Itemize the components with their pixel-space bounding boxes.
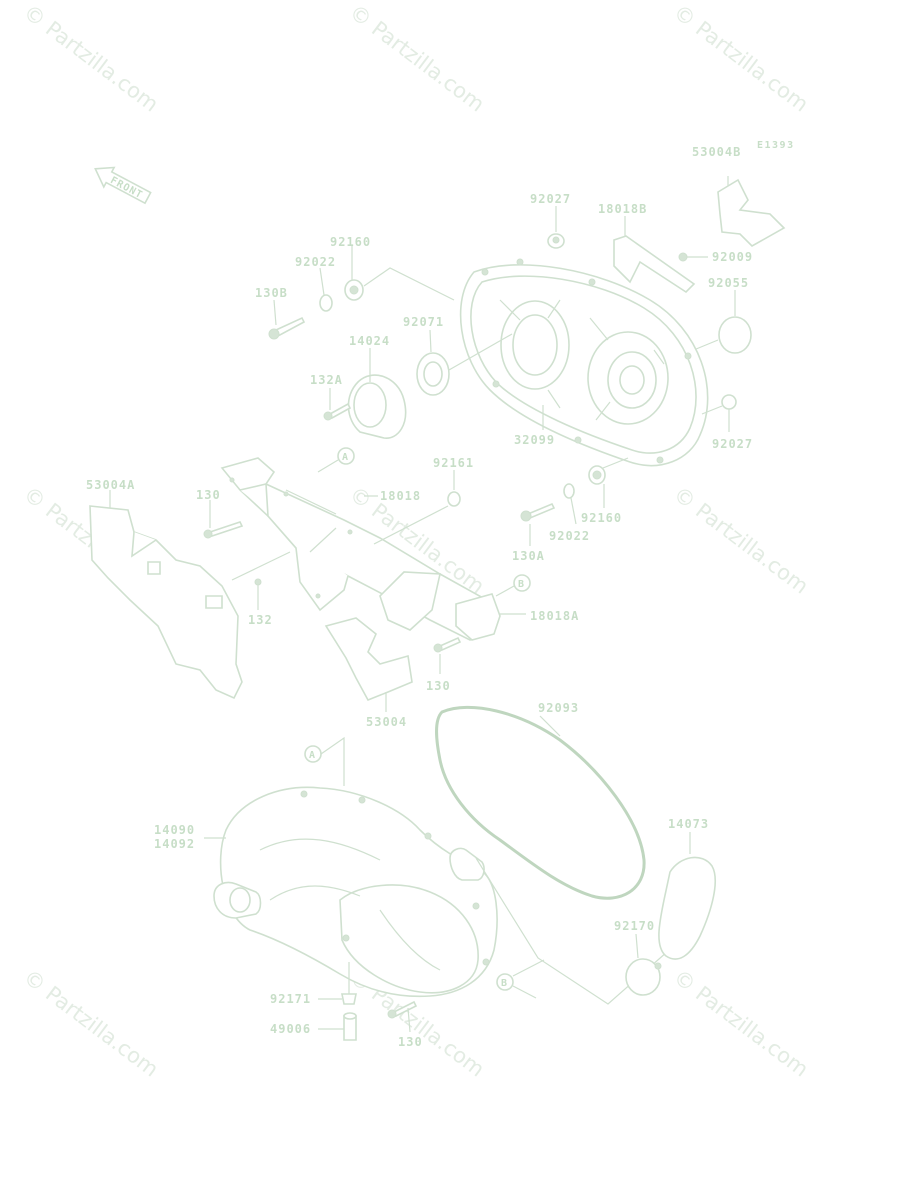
bracket-18018b xyxy=(613,216,696,294)
cap-49006 xyxy=(318,1012,357,1041)
part-label-130a: 130A xyxy=(512,549,545,563)
part-label-92093: 92093 xyxy=(538,701,579,715)
part-label-92170: 92170 xyxy=(614,919,655,933)
gasket-92093 xyxy=(435,705,646,900)
hose-14073 xyxy=(658,832,716,960)
part-label-49006: 49006 xyxy=(270,1022,311,1036)
part-label-92022-mid: 92022 xyxy=(549,529,590,543)
insulator-53004 xyxy=(324,617,413,712)
part-label-92161: 92161 xyxy=(433,456,474,470)
screw-92009 xyxy=(678,252,708,262)
part-label-32099: 32099 xyxy=(514,433,555,447)
part-label-14092: 14092 xyxy=(154,837,195,851)
bolt-132 xyxy=(231,551,291,610)
callout-b-bottom: B xyxy=(496,959,545,999)
callout-b-label: B xyxy=(501,978,508,989)
part-label-14024: 14024 xyxy=(349,334,390,348)
clutch-cover-32099 xyxy=(459,258,709,467)
watermark: © Partzilla.com xyxy=(19,0,163,117)
bolt-130a xyxy=(520,502,556,546)
part-label-92171: 92171 xyxy=(270,992,311,1006)
part-label-18018a: 18018A xyxy=(530,609,579,623)
part-label-130-bottom: 130 xyxy=(398,1035,423,1049)
callout-b-mid: B xyxy=(495,574,531,597)
part-label-132a: 132A xyxy=(310,373,343,387)
watermark: © Partzilla.com xyxy=(345,0,489,117)
part-label-132: 132 xyxy=(248,613,273,627)
bolt-130-left xyxy=(203,500,244,539)
grommet-92027-top xyxy=(547,206,565,249)
clip-92161 xyxy=(373,470,461,545)
inner-case-14090 xyxy=(204,786,677,1005)
part-label-53004: 53004 xyxy=(366,715,407,729)
duct-18018 xyxy=(220,457,495,641)
part-label-18018: 18018 xyxy=(380,489,421,503)
collar-92160-mid xyxy=(588,457,629,508)
part-label-92022-top: 92022 xyxy=(295,255,336,269)
part-label-14073: 14073 xyxy=(668,817,709,831)
watermark: © Partzilla.com xyxy=(19,965,163,1082)
part-label-18018b: 18018B xyxy=(598,202,647,216)
part-label-92027-right: 92027 xyxy=(712,437,753,451)
part-label-92009: 92009 xyxy=(712,250,753,264)
bolt-132a xyxy=(323,388,352,421)
part-label-92055: 92055 xyxy=(708,276,749,290)
diagram-code: E1393 xyxy=(757,140,795,151)
bolt-130-bottom xyxy=(387,1000,418,1033)
collar-92160-top xyxy=(344,246,455,301)
part-label-92160-mid: 92160 xyxy=(581,511,622,525)
part-label-92160-top: 92160 xyxy=(330,235,371,249)
seal-92071 xyxy=(416,329,513,396)
grommet-92027-right xyxy=(701,394,737,432)
clamp-92170 xyxy=(625,933,662,996)
callout-a-bottom: A xyxy=(304,736,345,786)
washer-92022-mid xyxy=(563,483,577,525)
washer-92022-top xyxy=(319,267,333,312)
insulator-53004a xyxy=(89,490,243,700)
bolt-130b xyxy=(268,299,306,340)
watermark: © Partzilla.com xyxy=(669,0,813,117)
part-label-53004b: 53004B xyxy=(692,145,741,159)
callout-a-top: A xyxy=(317,447,355,473)
part-label-14090: 14090 xyxy=(154,823,195,837)
front-arrow-icon: FRONT xyxy=(94,166,152,205)
duct-18018a xyxy=(455,593,526,641)
part-label-130b: 130B xyxy=(255,286,288,300)
part-label-130-left: 130 xyxy=(196,488,221,502)
screw-92171 xyxy=(318,962,357,1005)
part-label-92027-top: 92027 xyxy=(530,192,571,206)
watermark: © Partzilla.com xyxy=(669,482,813,599)
part-label-53004a: 53004A xyxy=(86,478,135,492)
cap-14024 xyxy=(347,348,407,439)
insulator-53004b xyxy=(717,176,786,247)
callout-a-label: A xyxy=(342,452,349,463)
callout-b-label: B xyxy=(518,579,525,590)
watermark: © Partzilla.com xyxy=(669,965,813,1082)
part-label-130-mid: 130 xyxy=(426,679,451,693)
callout-a-label: A xyxy=(309,750,316,761)
bolt-130-mid xyxy=(433,636,462,674)
part-label-92071: 92071 xyxy=(403,315,444,329)
